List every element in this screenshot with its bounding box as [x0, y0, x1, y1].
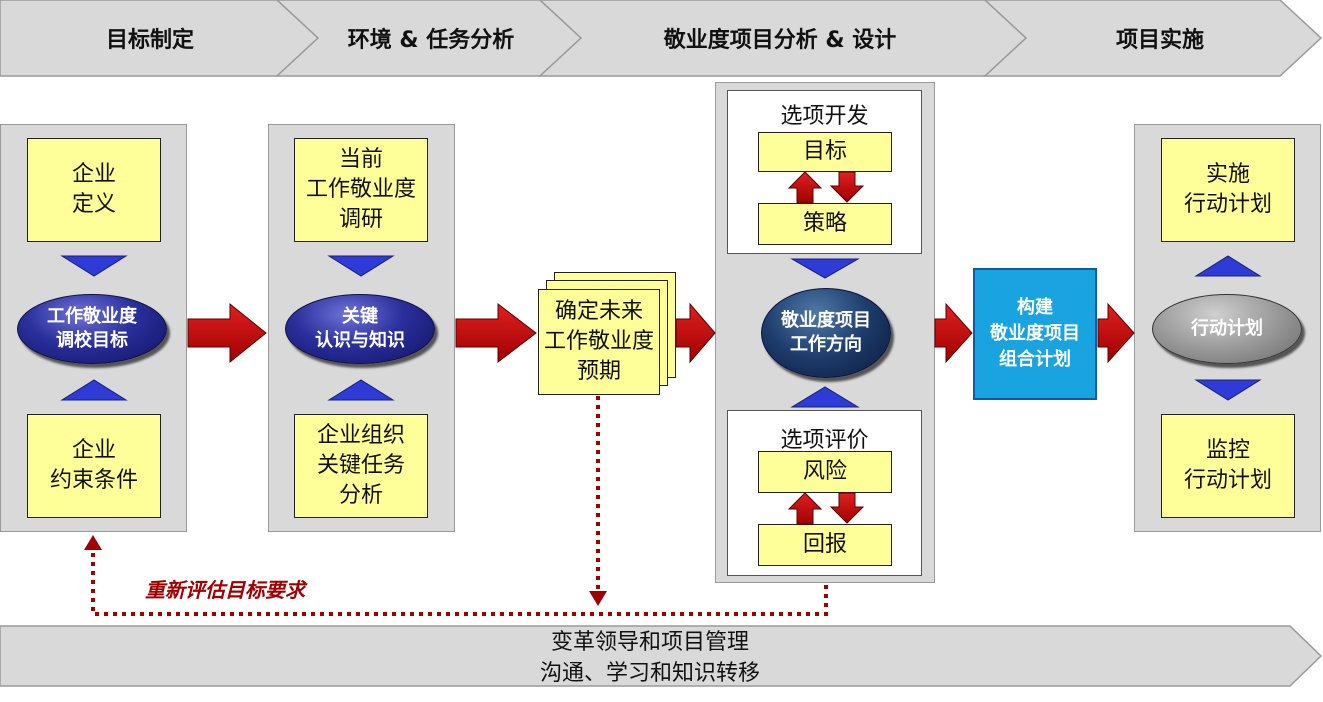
enterprise-constraints-box: 企业 约束条件 — [27, 414, 161, 518]
portfolio-plan-box: 构建 敬业度项目 组合计划 — [973, 268, 1097, 400]
triangle-up-col2 — [327, 379, 395, 401]
current-engagement-survey-box: 当前 工作敬业度 调研 — [294, 138, 428, 242]
key-insights-node: 关键 认识与知识 — [285, 294, 435, 364]
flow-arrow-4 — [934, 302, 973, 364]
triangle-down-col6 — [1194, 379, 1262, 401]
feedback-arrowhead-up — [84, 535, 102, 550]
action-plan-node: 行动计划 — [1152, 294, 1302, 364]
phase-2-label: 环境 & 任务分析 — [347, 28, 515, 53]
enterprise-definition-box: 企业 定义 — [27, 138, 161, 242]
flow-arrow-3 — [675, 302, 716, 364]
feedback-loop-line — [91, 548, 828, 616]
triangle-up-col6 — [1194, 255, 1262, 277]
future-engagement-expectation-box: 确定未来 工作敬业度 预期 — [538, 289, 660, 395]
expectation-arrowhead-down — [589, 591, 607, 606]
flow-arrow-2 — [455, 302, 537, 364]
footer-line-2: 沟通、学习和知识转移 — [539, 661, 760, 686]
key-task-analysis-box: 企业组织 关键任务 分析 — [294, 414, 428, 518]
calibrate-goals-node: 工作敬业度 调校目标 — [17, 294, 167, 364]
small-up-arrow-goal — [787, 171, 823, 204]
flow-arrow-5 — [1097, 302, 1135, 364]
option-strategy-box: 策略 — [758, 203, 892, 245]
feedback-label: 重新评估目标要求 — [145, 578, 305, 602]
triangle-down-col1 — [60, 255, 128, 277]
flow-arrow-1 — [187, 302, 267, 364]
option-goal-box: 目标 — [758, 132, 892, 172]
phase-1-label: 目标制定 — [105, 28, 194, 53]
small-down-arrow-goal — [829, 171, 865, 203]
phase-3-label: 敬业度项目分析 & 设计 — [663, 28, 897, 53]
option-development-title: 选项开发 — [780, 104, 869, 129]
phase-4-label: 项目实施 — [1115, 28, 1204, 53]
small-up-arrow-risk — [787, 492, 823, 525]
triangle-down-col4 — [790, 258, 860, 279]
triangle-down-col2 — [327, 255, 395, 277]
monitor-action-plan-box: 监控 行动计划 — [1161, 414, 1295, 518]
triangle-up-col4 — [790, 386, 860, 408]
triangle-up-col1 — [60, 379, 128, 401]
engagement-direction-node: 敬业度项目 工作方向 — [761, 288, 891, 378]
option-evaluation-title: 选项评价 — [780, 428, 869, 453]
implement-action-plan-box: 实施 行动计划 — [1161, 138, 1295, 242]
option-return-box: 回报 — [758, 524, 892, 566]
small-down-arrow-risk — [829, 492, 865, 524]
footer-line-1: 变革领导和项目管理 — [550, 630, 749, 655]
option-risk-box: 风险 — [758, 451, 892, 493]
